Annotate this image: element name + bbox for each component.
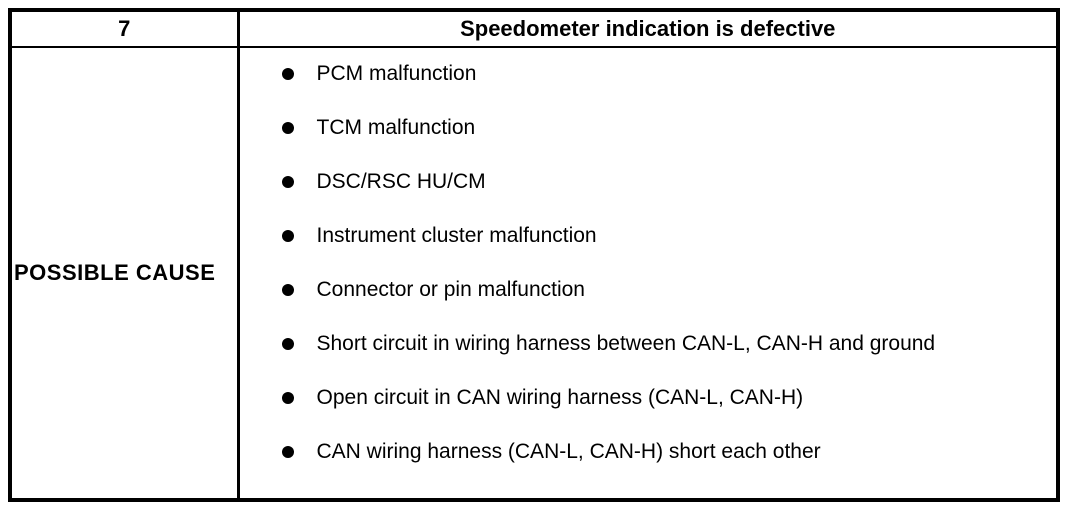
cause-text: DSC/RSC HU/CM — [316, 170, 486, 193]
symptom-title-cell: Speedometer indication is defective — [236, 10, 1058, 47]
cause-item: Short circuit in wiring harness between … — [281, 329, 1049, 359]
table-header-row: 7 Speedometer indication is defective — [10, 10, 1058, 47]
possible-cause-label: POSSIBLE CAUSE — [10, 46, 238, 500]
bullet-icon — [281, 176, 294, 188]
bullet-icon — [281, 230, 294, 242]
cause-text: TCM malfunction — [316, 116, 476, 139]
cause-item: CAN wiring harness (CAN-L, CAN-H) short … — [281, 437, 1049, 467]
cause-text: PCM malfunction — [316, 62, 477, 85]
cause-item: Open circuit in CAN wiring harness (CAN-… — [281, 383, 1049, 413]
cause-item: Connector or pin malfunction — [281, 275, 1049, 305]
cause-item: TCM malfunction — [281, 113, 1049, 143]
bullet-icon — [281, 338, 294, 350]
cause-text: Short circuit in wiring harness between … — [316, 332, 936, 355]
bullet-icon — [281, 68, 294, 80]
cause-item: PCM malfunction — [281, 59, 1049, 89]
cause-item: Instrument cluster malfunction — [281, 221, 1049, 251]
cause-text: Open circuit in CAN wiring harness (CAN-… — [316, 386, 804, 409]
possible-cause-table: 7 Speedometer indication is defective PO… — [8, 8, 1060, 502]
bullet-icon — [281, 284, 294, 296]
cause-text: Instrument cluster malfunction — [316, 224, 597, 247]
bullet-icon — [281, 392, 294, 404]
cause-text: CAN wiring harness (CAN-L, CAN-H) short … — [316, 440, 821, 463]
bullet-icon — [281, 122, 294, 134]
cause-text: Connector or pin malfunction — [316, 278, 585, 301]
cause-item: DSC/RSC HU/CM — [281, 167, 1049, 197]
bullet-icon — [281, 446, 294, 458]
item-number-cell: 7 — [118, 16, 131, 41]
